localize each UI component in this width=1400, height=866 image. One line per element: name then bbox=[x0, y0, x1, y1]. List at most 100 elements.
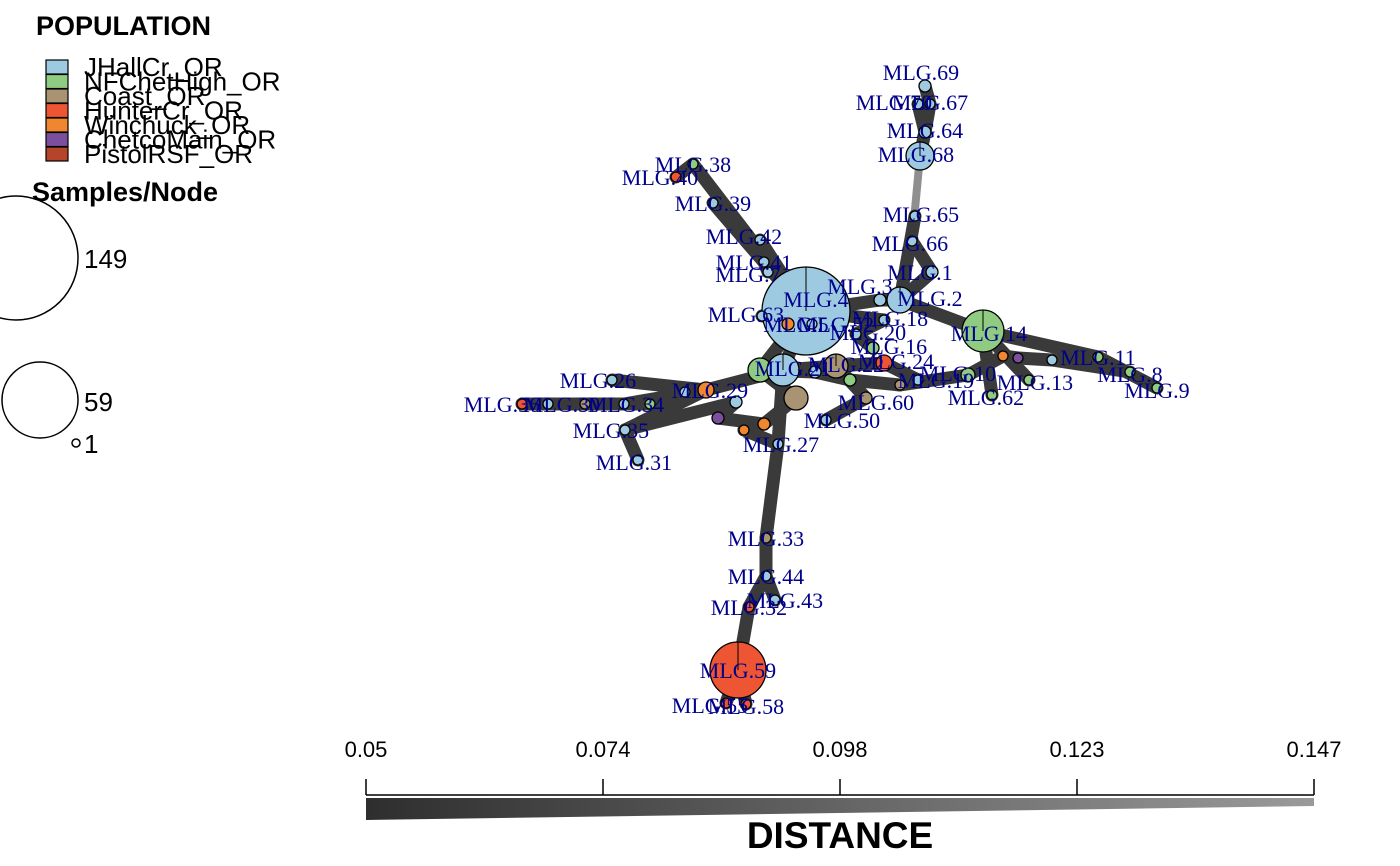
node-label: MLG.44 bbox=[728, 564, 804, 589]
node-label: MLG.66 bbox=[872, 231, 948, 256]
network-node bbox=[1023, 374, 1035, 386]
node-label: MLG.69 bbox=[883, 60, 959, 85]
node-label: MLG.63 bbox=[708, 302, 784, 327]
size-legend-title: Samples/Node bbox=[32, 177, 218, 207]
node-label: MLG.34 bbox=[588, 392, 664, 417]
network-node bbox=[866, 341, 880, 355]
node-label: MLG.8 bbox=[1097, 362, 1162, 387]
node-label: MLG.52 bbox=[798, 312, 874, 337]
network-node bbox=[806, 318, 818, 330]
network-node bbox=[783, 385, 809, 411]
node-label: MLG.32 bbox=[711, 595, 787, 620]
network-node bbox=[579, 398, 591, 410]
node-label: MLG.64 bbox=[887, 118, 963, 143]
legend-label: PistolRSF_OR bbox=[84, 139, 253, 169]
node-label: MLG.21 bbox=[755, 356, 831, 381]
network-node bbox=[875, 354, 893, 372]
node-label: MLG.33 bbox=[728, 526, 804, 551]
network-node bbox=[729, 395, 743, 409]
network-edge bbox=[759, 437, 785, 545]
network-node bbox=[859, 391, 873, 405]
network-node bbox=[820, 414, 832, 426]
network-edge bbox=[737, 423, 785, 451]
network-node bbox=[909, 210, 921, 222]
legend-swatch bbox=[45, 73, 69, 90]
size-circle-large bbox=[0, 195, 79, 321]
node-label: MLG.10 bbox=[920, 361, 996, 386]
node-label: MLG.5 bbox=[763, 312, 828, 337]
node-label: MLG.70 bbox=[856, 90, 932, 115]
network-edge bbox=[893, 209, 922, 307]
network-node bbox=[873, 293, 887, 307]
node-label: MLG.19 bbox=[898, 368, 974, 393]
network-node bbox=[781, 317, 795, 331]
network-node bbox=[850, 328, 862, 340]
network-node bbox=[762, 266, 774, 278]
node-label: MLG.31 bbox=[596, 450, 672, 475]
network-node bbox=[670, 171, 682, 183]
network-node bbox=[918, 79, 932, 93]
node-label: MLG.22 bbox=[808, 352, 884, 377]
node-label: MLG.14 bbox=[951, 321, 1027, 346]
node-label: MLG.2 bbox=[897, 286, 962, 311]
network-node bbox=[1124, 366, 1136, 378]
node-label: MLG.59 bbox=[700, 658, 776, 683]
scale-tick-label: 0.05 bbox=[345, 737, 388, 762]
node-label: MLG.41 bbox=[716, 250, 792, 275]
legend-swatch bbox=[45, 131, 69, 148]
network-node bbox=[894, 379, 906, 391]
network-node bbox=[769, 594, 781, 606]
node-label: MLG.62 bbox=[948, 385, 1024, 410]
network-labels: MLG.69MLG.67MLG.70MLG.64MLG.68MLG.65MLG.… bbox=[464, 60, 1190, 719]
node-label: MLG.42 bbox=[706, 224, 782, 249]
node-label: MLG.27 bbox=[743, 432, 819, 457]
size-circle-small bbox=[71, 438, 81, 448]
legend-label: NFChetHigh_OR bbox=[84, 67, 281, 97]
network-node bbox=[632, 454, 644, 466]
legend-swatch bbox=[45, 102, 69, 119]
network-node bbox=[1092, 351, 1104, 363]
network-node bbox=[760, 570, 772, 582]
network-edge bbox=[1045, 353, 1137, 379]
node-label: MLG.20 bbox=[830, 320, 906, 345]
legend-label: Winchuck_OR bbox=[84, 110, 250, 140]
network-node bbox=[925, 265, 939, 279]
node-label: MLG.38 bbox=[655, 152, 731, 177]
legend-label: Coast_OR bbox=[84, 81, 205, 111]
network-edge bbox=[819, 391, 873, 427]
legend-label: JHallCr_OR bbox=[84, 52, 223, 82]
node-label: MLG.18 bbox=[852, 306, 928, 331]
node-label: MLG.16 bbox=[851, 334, 927, 359]
scale-tick-label: 0.074 bbox=[575, 737, 630, 762]
node-label: MLG.24 bbox=[858, 349, 934, 374]
network-node bbox=[912, 374, 924, 386]
network-node bbox=[542, 398, 554, 410]
network-node bbox=[516, 398, 528, 410]
node-label: MLG.67 bbox=[892, 90, 968, 115]
network-node bbox=[720, 697, 732, 709]
node-label: MLG.60 bbox=[838, 390, 914, 415]
network-node bbox=[756, 310, 768, 322]
node-label: MLG.26 bbox=[560, 368, 636, 393]
network-node bbox=[808, 365, 822, 379]
network-node bbox=[960, 367, 976, 383]
size-label-medium: 59 bbox=[84, 387, 113, 417]
network-node bbox=[986, 389, 998, 401]
node-label: MLG.35 bbox=[573, 418, 649, 443]
node-label: MLG.50 bbox=[804, 408, 880, 433]
network-node bbox=[697, 381, 715, 399]
distance-gradient-bar bbox=[366, 798, 1314, 820]
network-node bbox=[738, 424, 750, 436]
network-nodes bbox=[516, 79, 1163, 710]
size-label-large: 149 bbox=[84, 244, 127, 274]
network-node bbox=[754, 234, 766, 246]
node-label: MLG.1 bbox=[887, 260, 952, 285]
size-circle-medium bbox=[1, 361, 79, 439]
network-edge bbox=[618, 395, 743, 437]
node-label: MLG.9 bbox=[1124, 378, 1189, 403]
network-node bbox=[618, 398, 630, 410]
network-node bbox=[843, 373, 857, 387]
legend-swatch bbox=[45, 146, 69, 162]
